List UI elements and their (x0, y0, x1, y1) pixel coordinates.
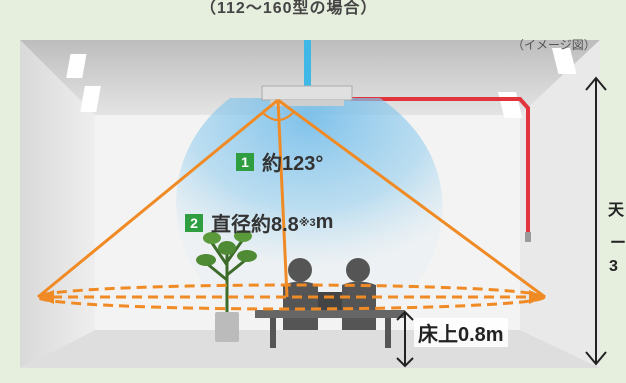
ceiling-height-char-2: ー (610, 235, 626, 252)
ceiling-height-arrow (585, 76, 607, 366)
left-wall (20, 40, 95, 368)
ceiling-light (80, 86, 101, 112)
ceiling-height-char-1: 天 (608, 202, 625, 219)
meeting-people (255, 258, 405, 348)
refrigerant-pipe-red (350, 97, 530, 235)
floor (20, 330, 600, 368)
angle-text: 約123° (262, 153, 324, 175)
angle-label: 1 約123° (236, 147, 323, 176)
refrigerant-pipe-blue (304, 40, 311, 86)
diameter-text: 直径約8.8 (211, 214, 299, 236)
room-diagram (20, 40, 607, 368)
diameter-note: ※3 (298, 217, 316, 229)
potted-plant (196, 230, 257, 342)
arrow-left (38, 290, 54, 304)
badge-1: 1 (236, 152, 254, 171)
diameter-unit: m (315, 211, 334, 233)
illustration: （112〜160型の場合） （イメージ図） 1 約123° 2 直径約8.8※3… (20, 0, 626, 368)
ceiling-light (66, 54, 87, 78)
ceiling-light (551, 48, 577, 74)
airflow-plume (176, 98, 443, 300)
right-wall (520, 40, 600, 368)
floor-height-label: 床上0.8m (414, 318, 508, 347)
image-note: （イメージ図） (512, 38, 596, 52)
ceiling-cassette-unit (261, 85, 353, 101)
ceiling-height-char-3: 3 (609, 258, 618, 275)
badge-2: 2 (185, 213, 203, 232)
arrow-right (529, 290, 545, 304)
ceiling-cassette-panel (270, 100, 344, 106)
pipe-end (525, 232, 531, 242)
floor-height-arrow (396, 310, 414, 368)
unit-size-caption: （112〜160型の場合） (200, 0, 378, 17)
